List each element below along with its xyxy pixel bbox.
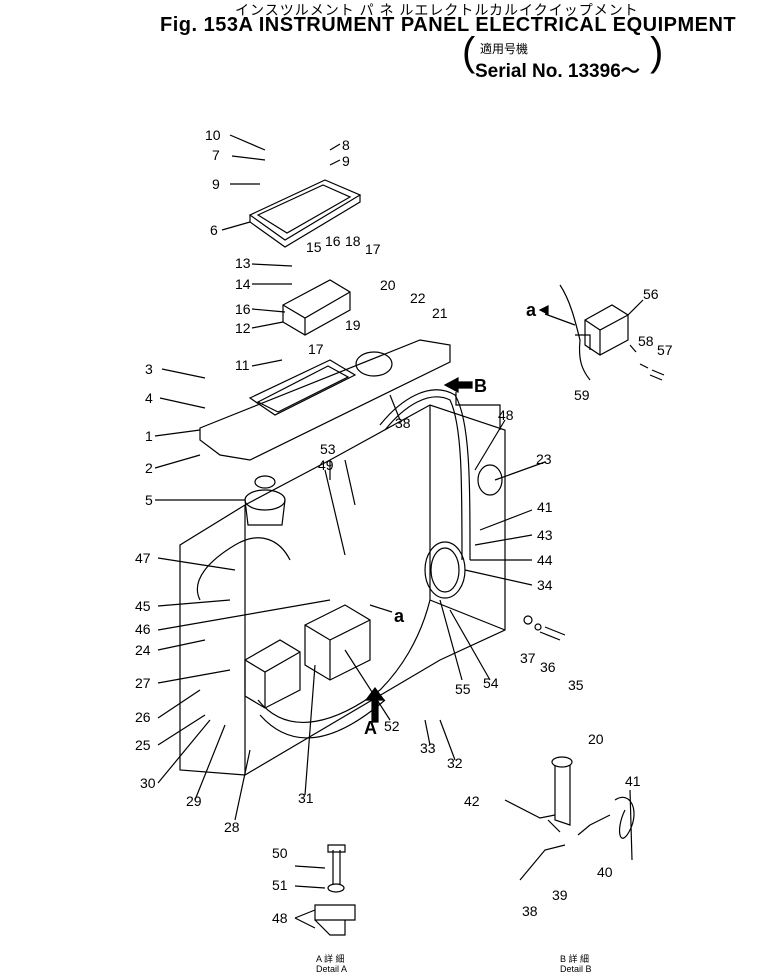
callout-37: 37 [520,650,536,666]
sender-unit [584,304,629,356]
callout-14: 14 [235,276,251,292]
callout-17-bottom: 17 [308,341,324,357]
instrument-panel [199,339,451,461]
key-switch [244,489,286,511]
callout-18: 18 [345,233,361,249]
detail-b-fitting [554,765,571,826]
callout-16-top: 16 [325,233,341,249]
marker-a-detail: a [526,300,537,320]
marker-b: B [474,376,487,396]
callout-4: 4 [145,390,153,406]
callout-55: 55 [455,681,471,697]
callout-56: 56 [643,286,659,302]
detail-b-caption: Detail B [560,964,592,974]
callout-16-left: 16 [235,301,251,317]
callout-11: 11 [235,357,250,373]
callout-43: 43 [537,527,553,543]
callout-49: 49 [318,457,334,473]
callout-9-right: 9 [342,153,350,169]
callout-40: 40 [597,864,613,880]
callout-19: 19 [345,317,361,333]
callout-41-detail: 41 [625,773,641,789]
callout-48-main: 48 [498,407,514,423]
callout-22: 22 [410,290,426,306]
callout-35: 35 [568,677,584,693]
callout-34: 34 [537,577,553,593]
callout-12: 12 [235,320,251,336]
callout-39: 39 [552,887,568,903]
callout-8: 8 [342,137,350,153]
serial-number: Serial No. 13396～ [475,61,640,82]
callout-20-detail: 20 [588,731,604,747]
relay-large [304,604,371,681]
cover [248,179,362,241]
callout-17-top: 17 [365,241,381,257]
callout-3: 3 [145,361,153,377]
callout-23: 23 [536,451,552,467]
relay-small [244,639,301,709]
callout-38-main: 38 [395,415,411,431]
callout-52: 52 [384,718,400,734]
callout-38-detail: 38 [522,903,538,919]
callout-28: 28 [224,819,240,835]
figure-title: Fig. 153A INSTRUMENT PANEL ELECTRICAL EQ… [160,14,737,36]
gauge [355,351,393,377]
callout-57: 57 [657,342,673,358]
callout-58: 58 [638,333,654,349]
callout-24: 24 [135,642,151,658]
marker-a-main: a [394,606,405,626]
callout-20-main: 20 [380,277,396,293]
callout-45: 45 [135,598,151,614]
callout-2: 2 [145,460,153,476]
callout-54: 54 [483,675,499,691]
callout-44: 44 [537,552,553,568]
fuse-box [282,279,351,336]
detail-a-clamp [314,904,356,921]
callout-30: 30 [140,775,156,791]
serial-label-japanese: 適用号機 [480,42,529,56]
callout-13: 13 [235,255,251,271]
arrow-b [443,376,473,394]
callout-41-main: 41 [537,499,553,515]
callout-5: 5 [145,492,153,508]
horn [477,464,503,496]
detail-a-bolt [332,850,341,885]
callout-36: 36 [540,659,556,675]
callout-53: 53 [320,441,336,457]
callout-26: 26 [135,709,151,725]
callout-29: 29 [186,793,202,809]
close-paren: ) [650,30,664,74]
callout-47: 47 [135,550,151,566]
detail-a-caption: Detail A [316,964,347,974]
callout-6: 6 [210,222,218,238]
callout-33: 33 [420,740,436,756]
housing-box [179,404,506,776]
wire-harness [257,599,431,723]
callout-50: 50 [272,845,288,861]
callout-46: 46 [135,621,151,637]
detail-b-jp: B 詳 細 [560,953,589,964]
title-japanese: インスツルメント パ ネ ルエレクトルカルイクイップメント [235,2,639,18]
callout-27: 27 [135,675,151,691]
arrow-a-small [369,604,393,613]
callout-7: 7 [212,147,220,163]
callout-51: 51 [272,877,288,893]
callout-15: 15 [306,239,322,255]
callout-32: 32 [447,755,463,771]
callout-25: 25 [135,737,151,753]
callout-1: 1 [145,428,153,444]
callout-48-detail: 48 [272,910,288,926]
open-paren: ( [462,30,476,74]
callout-59: 59 [574,387,590,403]
callout-21: 21 [432,305,448,321]
detail-a-jp: A 詳 細 [316,953,345,964]
callout-9-left: 9 [212,176,220,192]
callout-10: 10 [205,127,221,143]
callout-42: 42 [464,793,480,809]
arrow-a [364,687,386,723]
callout-31: 31 [298,790,314,806]
marker-A: A [364,718,377,738]
